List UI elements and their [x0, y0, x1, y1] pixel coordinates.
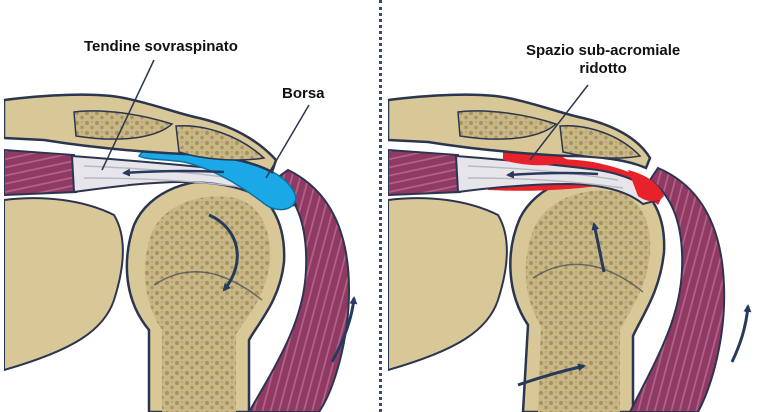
deltoid-muscle: [628, 166, 726, 412]
tendon-arrow-icon: [506, 170, 599, 179]
normal-shoulder-panel: Tendine sovraspinato Borsa: [4, 0, 376, 412]
scapula-bone: [4, 197, 124, 372]
panel-divider: [379, 0, 382, 412]
humerus-cancellous: [145, 196, 271, 412]
clavicle-cancellous: [175, 125, 266, 161]
space-label-line1: Spazio sub-acromiale: [526, 42, 681, 59]
deltoid-muscle: [247, 168, 351, 412]
upward-arrow-icon: [330, 296, 358, 363]
humerus-cancellous: [525, 190, 651, 412]
growth-line: [532, 263, 644, 293]
inflamed-bursa-lateral: [628, 170, 664, 202]
impingement-shoulder-panel: Spazio sub-acromiale ridotto: [388, 0, 760, 412]
growth-line: [153, 270, 263, 301]
bursa-leader-line: [265, 104, 310, 179]
tendon-arrow-icon: [122, 168, 225, 177]
tendon-label: Tendine sovraspinato: [84, 38, 238, 55]
impingement-shoulder-illustration: [388, 84, 752, 412]
scapula-bone: [388, 197, 508, 372]
normal-shoulder-illustration: [4, 59, 358, 412]
tendon-leader-line: [101, 59, 155, 171]
space-label: Spazio sub-acromiale ridotto: [526, 42, 680, 78]
clavicle-cancellous: [559, 125, 642, 159]
abduction-arrow-icon: [517, 363, 586, 387]
supraspinatus-muscle: [4, 148, 78, 197]
acromion-cancellous: [457, 110, 558, 140]
upward-arrow-icon: [730, 304, 752, 363]
space-leader-line: [529, 84, 589, 161]
space-label-line2: ridotto: [579, 60, 627, 77]
bursa-label: Borsa: [282, 85, 325, 102]
upward-migration-arrow-icon: [591, 222, 606, 273]
rotation-arrow-icon: [208, 213, 239, 292]
supraspinatus-muscle: [388, 148, 462, 197]
